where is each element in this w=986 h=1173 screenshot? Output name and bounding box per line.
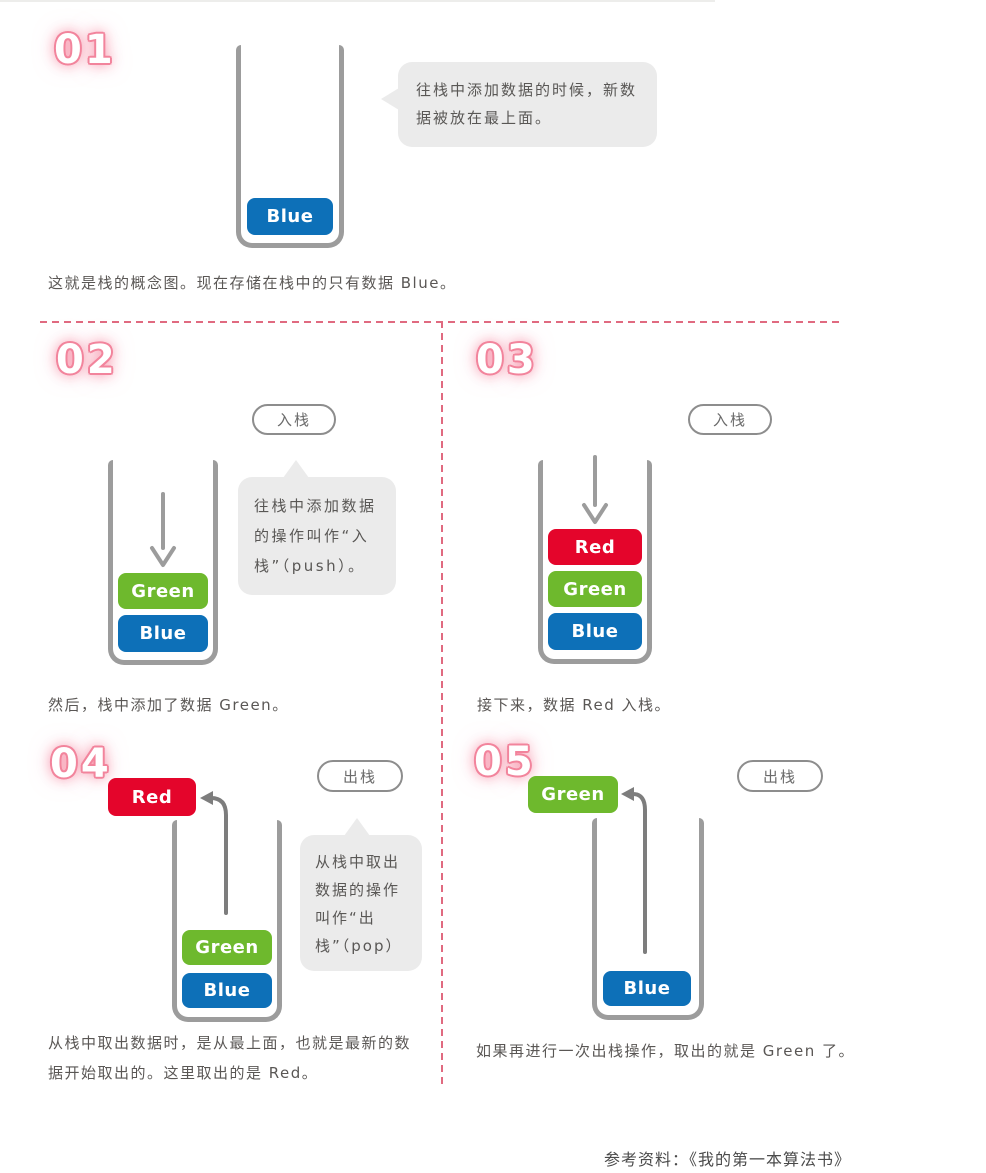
bubble-tail-icon <box>344 818 370 836</box>
divider-vertical <box>441 321 443 1085</box>
speech-bubble-text: 从栈中取出数据的操作叫作“出栈”（pop） <box>315 853 403 955</box>
push-arrow-icon <box>150 492 176 567</box>
stack-container <box>108 460 218 665</box>
panel-caption: 如果再进行一次出栈操作，取出的就是 Green 了。 <box>476 1042 855 1060</box>
panel-caption: 从栈中取出数据时，是从最上面，也就是最新的数据开始取出的。这里取出的是 Red。 <box>48 1034 412 1082</box>
pop-arrow-icon <box>621 787 647 954</box>
stack-item-red: Red <box>548 529 642 565</box>
step-number: 02 <box>56 337 118 383</box>
pop-label-pill: 出栈 <box>737 760 823 792</box>
stack-item-green: Green <box>118 573 208 609</box>
step-number: 03 <box>476 337 538 383</box>
bubble-tail-icon <box>283 460 309 478</box>
popped-item-green: Green <box>528 776 618 813</box>
page-edge-line <box>0 0 715 2</box>
speech-bubble: 往栈中添加数据的操作叫作“入栈”（push）。 <box>238 460 396 595</box>
stack-container <box>538 460 652 664</box>
reference-note: 参考资料：《我的第一本算法书》 <box>604 1150 852 1169</box>
push-arrow-icon <box>582 455 608 524</box>
stack-container <box>236 45 344 248</box>
bubble-tail-icon <box>381 88 399 110</box>
pop-arrow-icon <box>200 791 228 915</box>
push-label-pill: 入栈 <box>688 404 772 435</box>
stack-item-blue: Blue <box>247 198 333 235</box>
stack-item-green: Green <box>548 571 642 607</box>
push-label-pill: 入栈 <box>252 404 336 435</box>
stack-item-blue: Blue <box>548 613 642 650</box>
panel-caption: 接下来，数据 Red 入栈。 <box>477 696 672 714</box>
stack-container <box>172 820 282 1022</box>
pop-label-pill: 出栈 <box>317 760 403 792</box>
panel-caption: 这就是栈的概念图。现在存储在栈中的只有数据 Blue。 <box>48 274 457 292</box>
popped-item-red: Red <box>108 778 196 816</box>
stack-item-blue: Blue <box>603 971 691 1006</box>
step-number: 01 <box>54 27 116 73</box>
step-number: 05 <box>474 739 536 785</box>
step-number: 04 <box>50 741 112 787</box>
stack-item-blue: Blue <box>182 973 272 1008</box>
divider-horizontal <box>40 321 840 323</box>
speech-bubble-text: 往栈中添加数据的时候，新数据被放在最上面。 <box>416 81 638 127</box>
stack-item-blue: Blue <box>118 615 208 652</box>
speech-bubble: 往栈中添加数据的时候，新数据被放在最上面。 <box>381 62 657 147</box>
speech-bubble: 从栈中取出数据的操作叫作“出栈”（pop） <box>300 818 422 971</box>
stack-item-green: Green <box>182 930 272 965</box>
stack-container <box>592 818 704 1020</box>
speech-bubble-text: 往栈中添加数据的操作叫作“入栈”（push）。 <box>254 497 377 575</box>
panel-caption: 然后，栈中添加了数据 Green。 <box>48 696 289 714</box>
